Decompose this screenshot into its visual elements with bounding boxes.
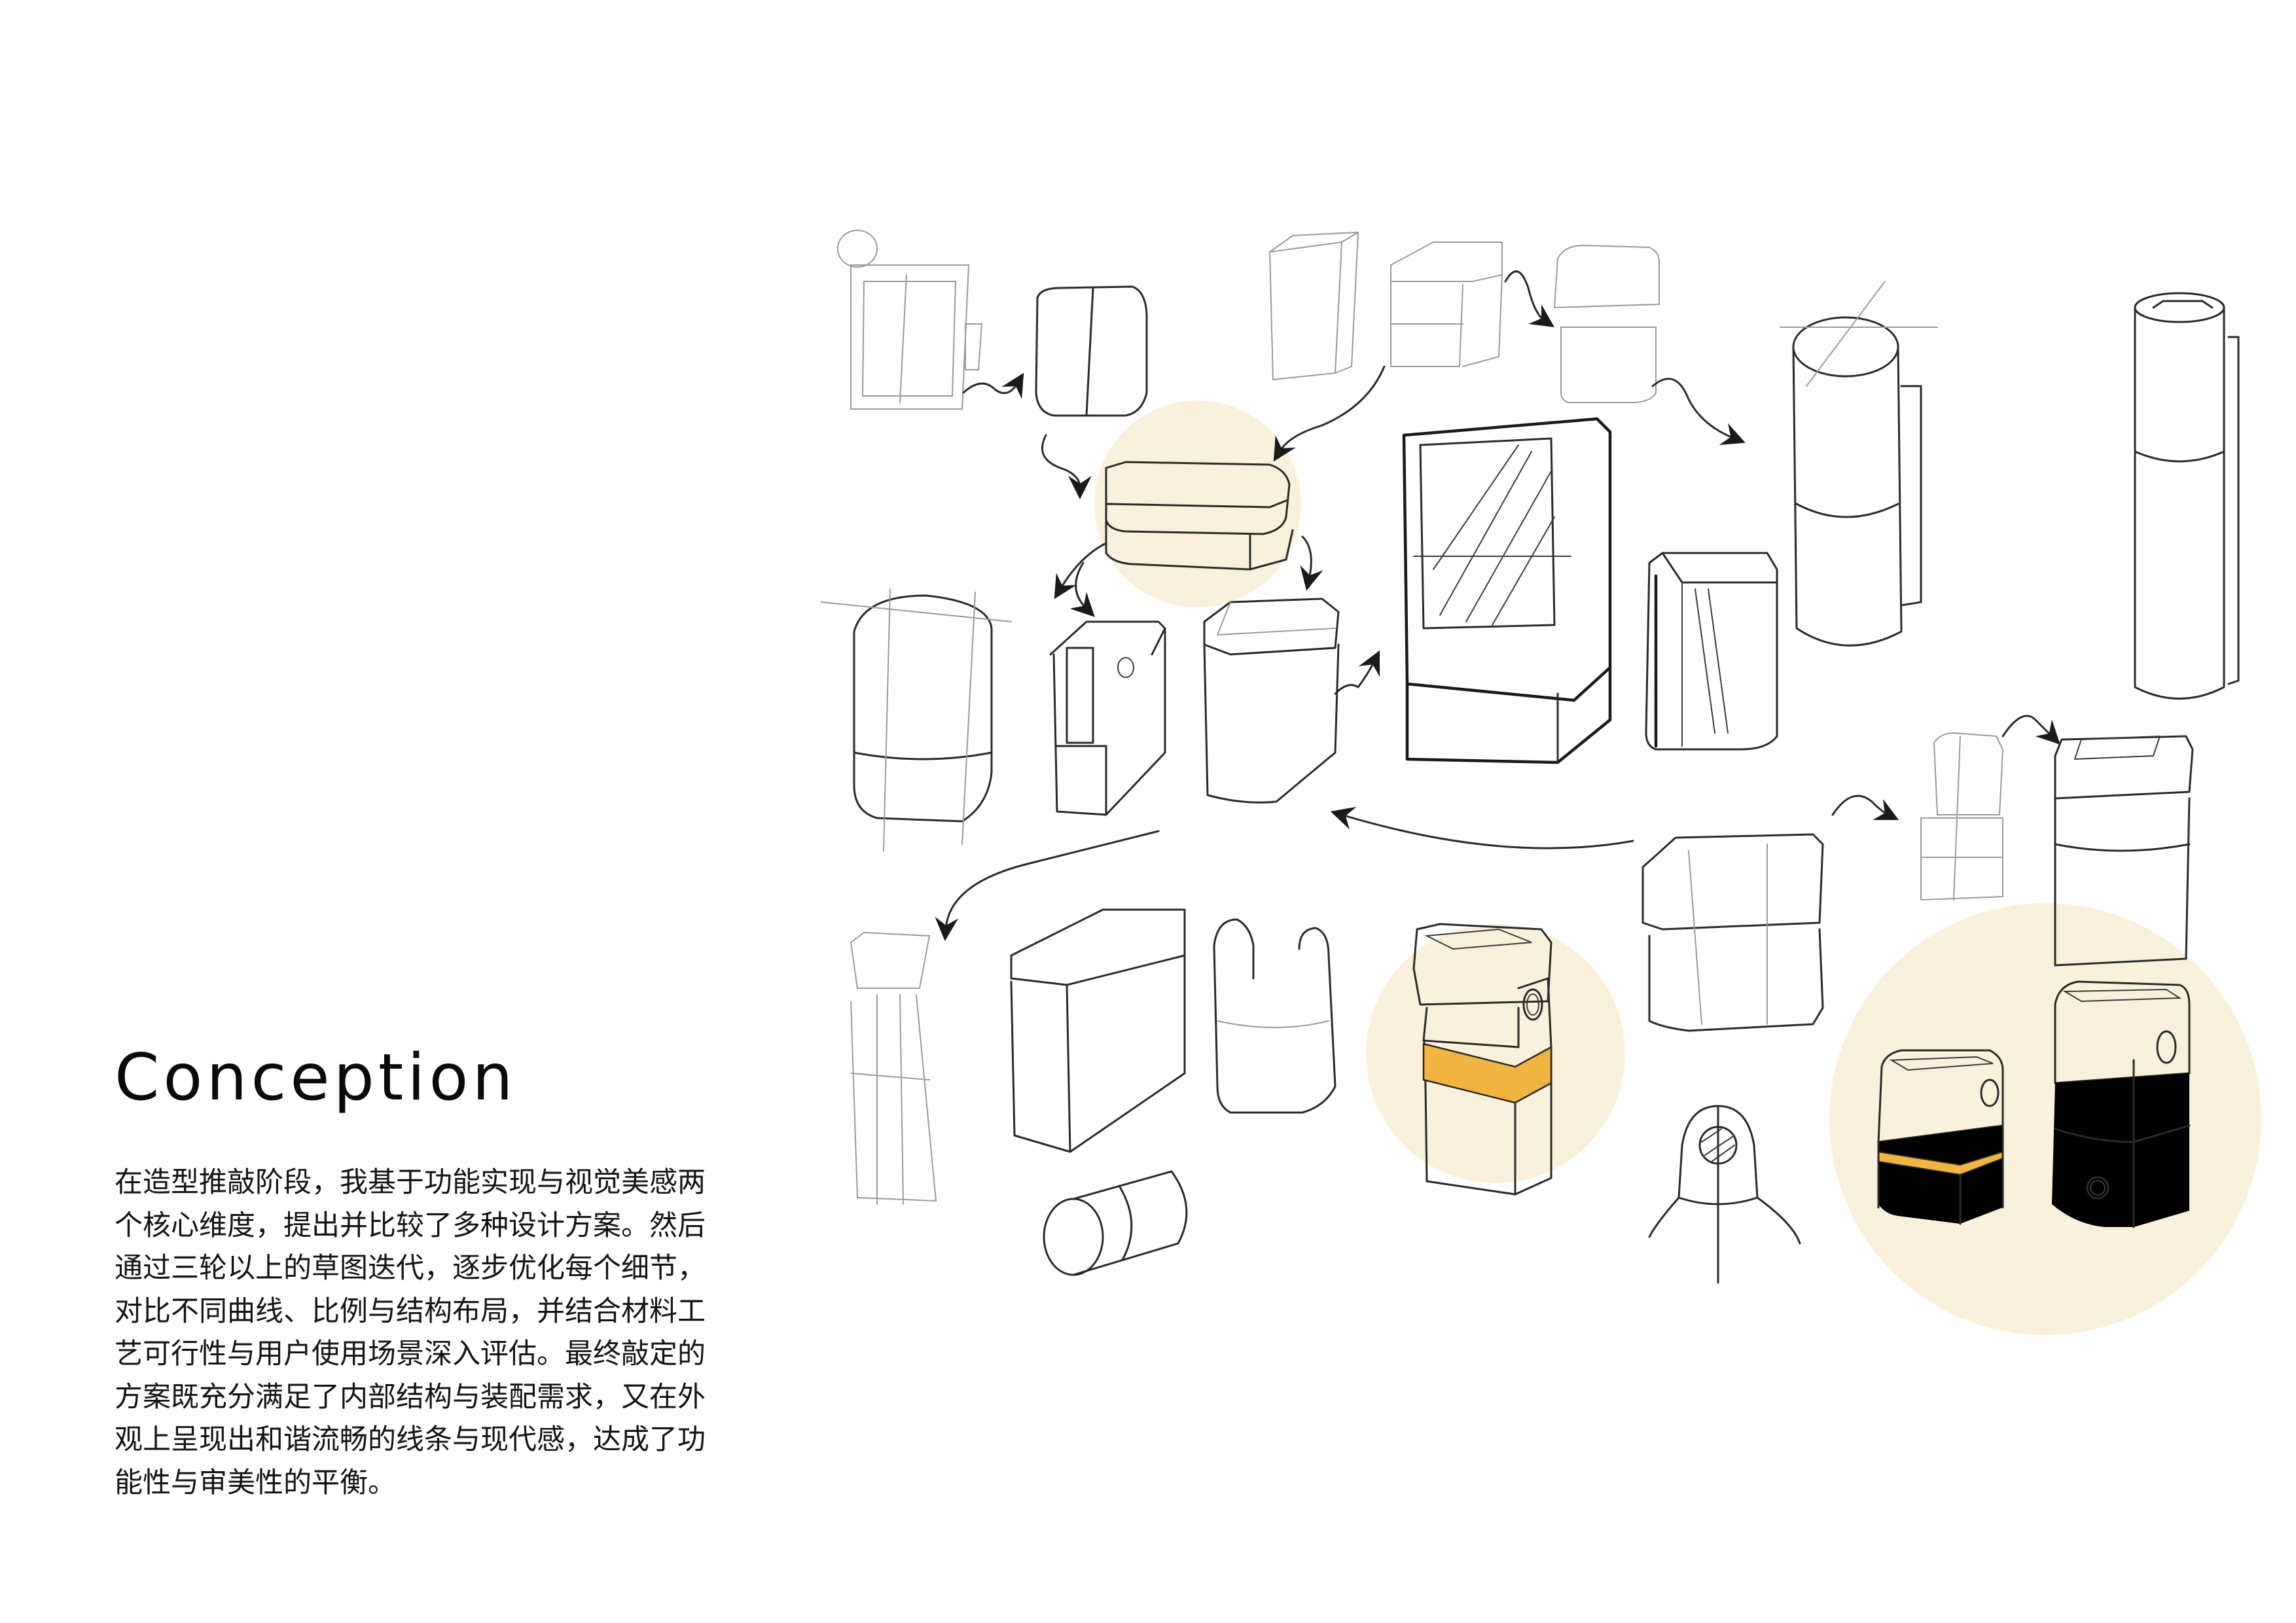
sketch-cylinder-rough — [1780, 281, 1938, 647]
sketch-final-device-large — [2052, 980, 2191, 1228]
description-paragraph: 在造型推敲阶段，我基于功能实现与视觉美感两 个核心维度，提出并比较了多种设计方案… — [115, 1162, 743, 1505]
sketch-bin — [1203, 597, 1340, 804]
sketch-final-device-small — [1877, 1049, 2004, 1225]
paragraph-line: 个核心维度，提出并比较了多种设计方案。然后 — [115, 1209, 706, 1242]
paragraph-line: 对比不同曲线、比例与结构布局，并结合材料工 — [115, 1294, 706, 1328]
paragraph-line: 艺可行性与用户使用场景深入评估。最终敲定的 — [115, 1338, 706, 1370]
sketch-cylinder-clean — [2134, 292, 2240, 700]
paragraph-line: 观上呈现出和谐流畅的线条与现代感，达成了功 — [115, 1423, 706, 1456]
sketch-rounded-square — [1035, 285, 1148, 417]
sketch-dome-camera — [1648, 1105, 1801, 1284]
sketch-stacked-cube — [1390, 241, 1503, 367]
sketch-tall-box — [1269, 232, 1359, 381]
sketch-bag-shape — [1213, 918, 1336, 1114]
sketch-rounded-pillar — [821, 588, 1012, 851]
sketch-dispenser — [1049, 620, 1166, 816]
paragraph-line: 在造型推敲阶段，我基于功能实现与视觉美感两 — [115, 1166, 706, 1199]
sketch-horizontal-cylinder — [1043, 1170, 1188, 1276]
sketch-wide-box — [1010, 908, 1186, 1153]
highlight-circle-middle — [1366, 924, 1625, 1183]
sketch-box-with-side-panel — [1645, 552, 1778, 751]
sketch-tall-square-bin — [2054, 735, 2194, 967]
paragraph-line: 方案既充分满足了内部结构与装配需求，又在外 — [115, 1380, 706, 1414]
sketch-frame-with-circle — [837, 230, 983, 410]
sketch-narrow-box-tower — [850, 931, 937, 1205]
sketch-large-stacked-box — [1641, 833, 1824, 1032]
page-title: Conception — [115, 1041, 517, 1115]
highlight-circle-large — [1829, 903, 2261, 1335]
sketch-final-device-tall — [1412, 923, 1552, 1196]
sketch-small-stacked-box — [1920, 732, 2004, 901]
paragraph-line: 能性与审美性的平衡。 — [115, 1466, 396, 1499]
sketch-display-cabinet — [1402, 417, 1612, 764]
sketch-stacked-rounded-box — [1105, 461, 1294, 571]
paragraph-line: 通过三轮以上的草图迭代，逐步优化每个细节， — [115, 1252, 706, 1285]
sketch-camera-tower — [1553, 244, 1660, 403]
